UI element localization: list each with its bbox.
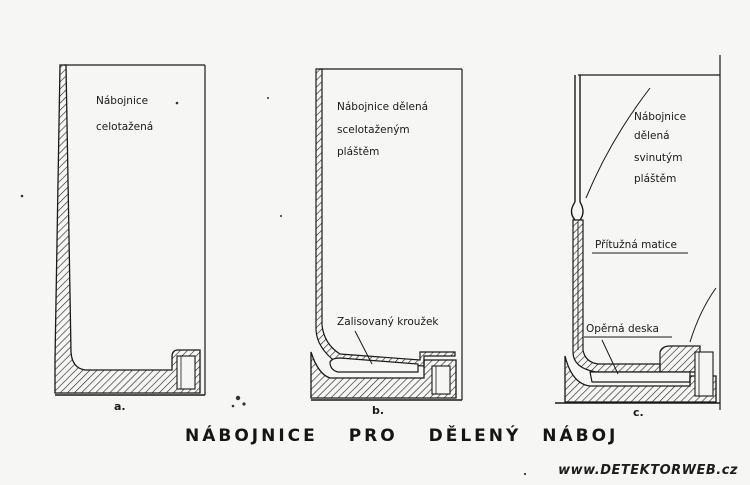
panel-c-callout-plate: Opěrná deska: [586, 323, 659, 335]
title-word-3: DĚLENÝ: [428, 426, 522, 446]
panel-c-label-line1: Nábojnice: [634, 111, 686, 123]
panel-b-callout-text: Zalisovaný kroužek: [337, 316, 439, 328]
panel-c-caption: c.: [633, 406, 644, 419]
panel-b-base: [310, 351, 457, 399]
panel-c: Nábojnice dělená svinutým pláštěm Přítuž…: [555, 55, 721, 419]
panel-c-primer-pocket: [694, 351, 714, 397]
panel-b-sheath: [315, 68, 456, 367]
diagram-title: NÁBOJNICE PRO DĚLENÝ NÁBOJ: [185, 426, 618, 446]
title-word-1: NÁBOJNICE: [185, 426, 318, 446]
panel-a: Nábojnice celotažená a.: [54, 64, 206, 413]
panel-c-label-line4: pláštěm: [634, 173, 676, 185]
panel-b-caption: b.: [372, 404, 384, 417]
panel-c-support-plate: [589, 371, 691, 383]
panel-c-projectile-curve-lower: [689, 287, 717, 343]
panel-a-primer-pocket: [176, 355, 196, 390]
scan-specks: [20, 97, 527, 476]
site-watermark: www.DETEKTORWEB.cz: [558, 463, 738, 478]
panel-b-label-line2: scelotaženým: [337, 124, 410, 136]
panel-b-pressed-ring: [329, 357, 419, 373]
panel-b-callout-leader: [354, 330, 373, 365]
title-word-2: PRO: [348, 426, 398, 446]
panel-c-label-line2: dělená: [634, 130, 670, 142]
panel-a-case-wall: [54, 64, 201, 394]
panel-c-callout-plate-leader: [601, 339, 619, 375]
panel-c-base: [564, 355, 717, 403]
panel-a-label-line1: Nábojnice: [96, 95, 148, 107]
panel-c-callout-nut: Přítužná matice: [595, 239, 677, 251]
panel-b-label-line1: Nábojnice dělená: [337, 101, 428, 113]
panel-a-caption: a.: [114, 400, 126, 413]
panel-b: Nábojnice dělená scelotaženým pláštěm Za…: [310, 68, 463, 417]
panel-c-label-line3: svinutým: [634, 152, 682, 164]
panel-c-crimp: [570, 201, 584, 221]
panel-c-projectile-curve-upper: [585, 87, 651, 199]
panel-b-label-line3: pláštěm: [337, 146, 379, 158]
panel-b-primer-pocket: [431, 365, 451, 395]
title-word-4: NÁBOJ: [542, 426, 619, 446]
panel-c-clamping-nut: [659, 345, 701, 373]
panel-a-label-line2: celotažená: [96, 121, 153, 133]
